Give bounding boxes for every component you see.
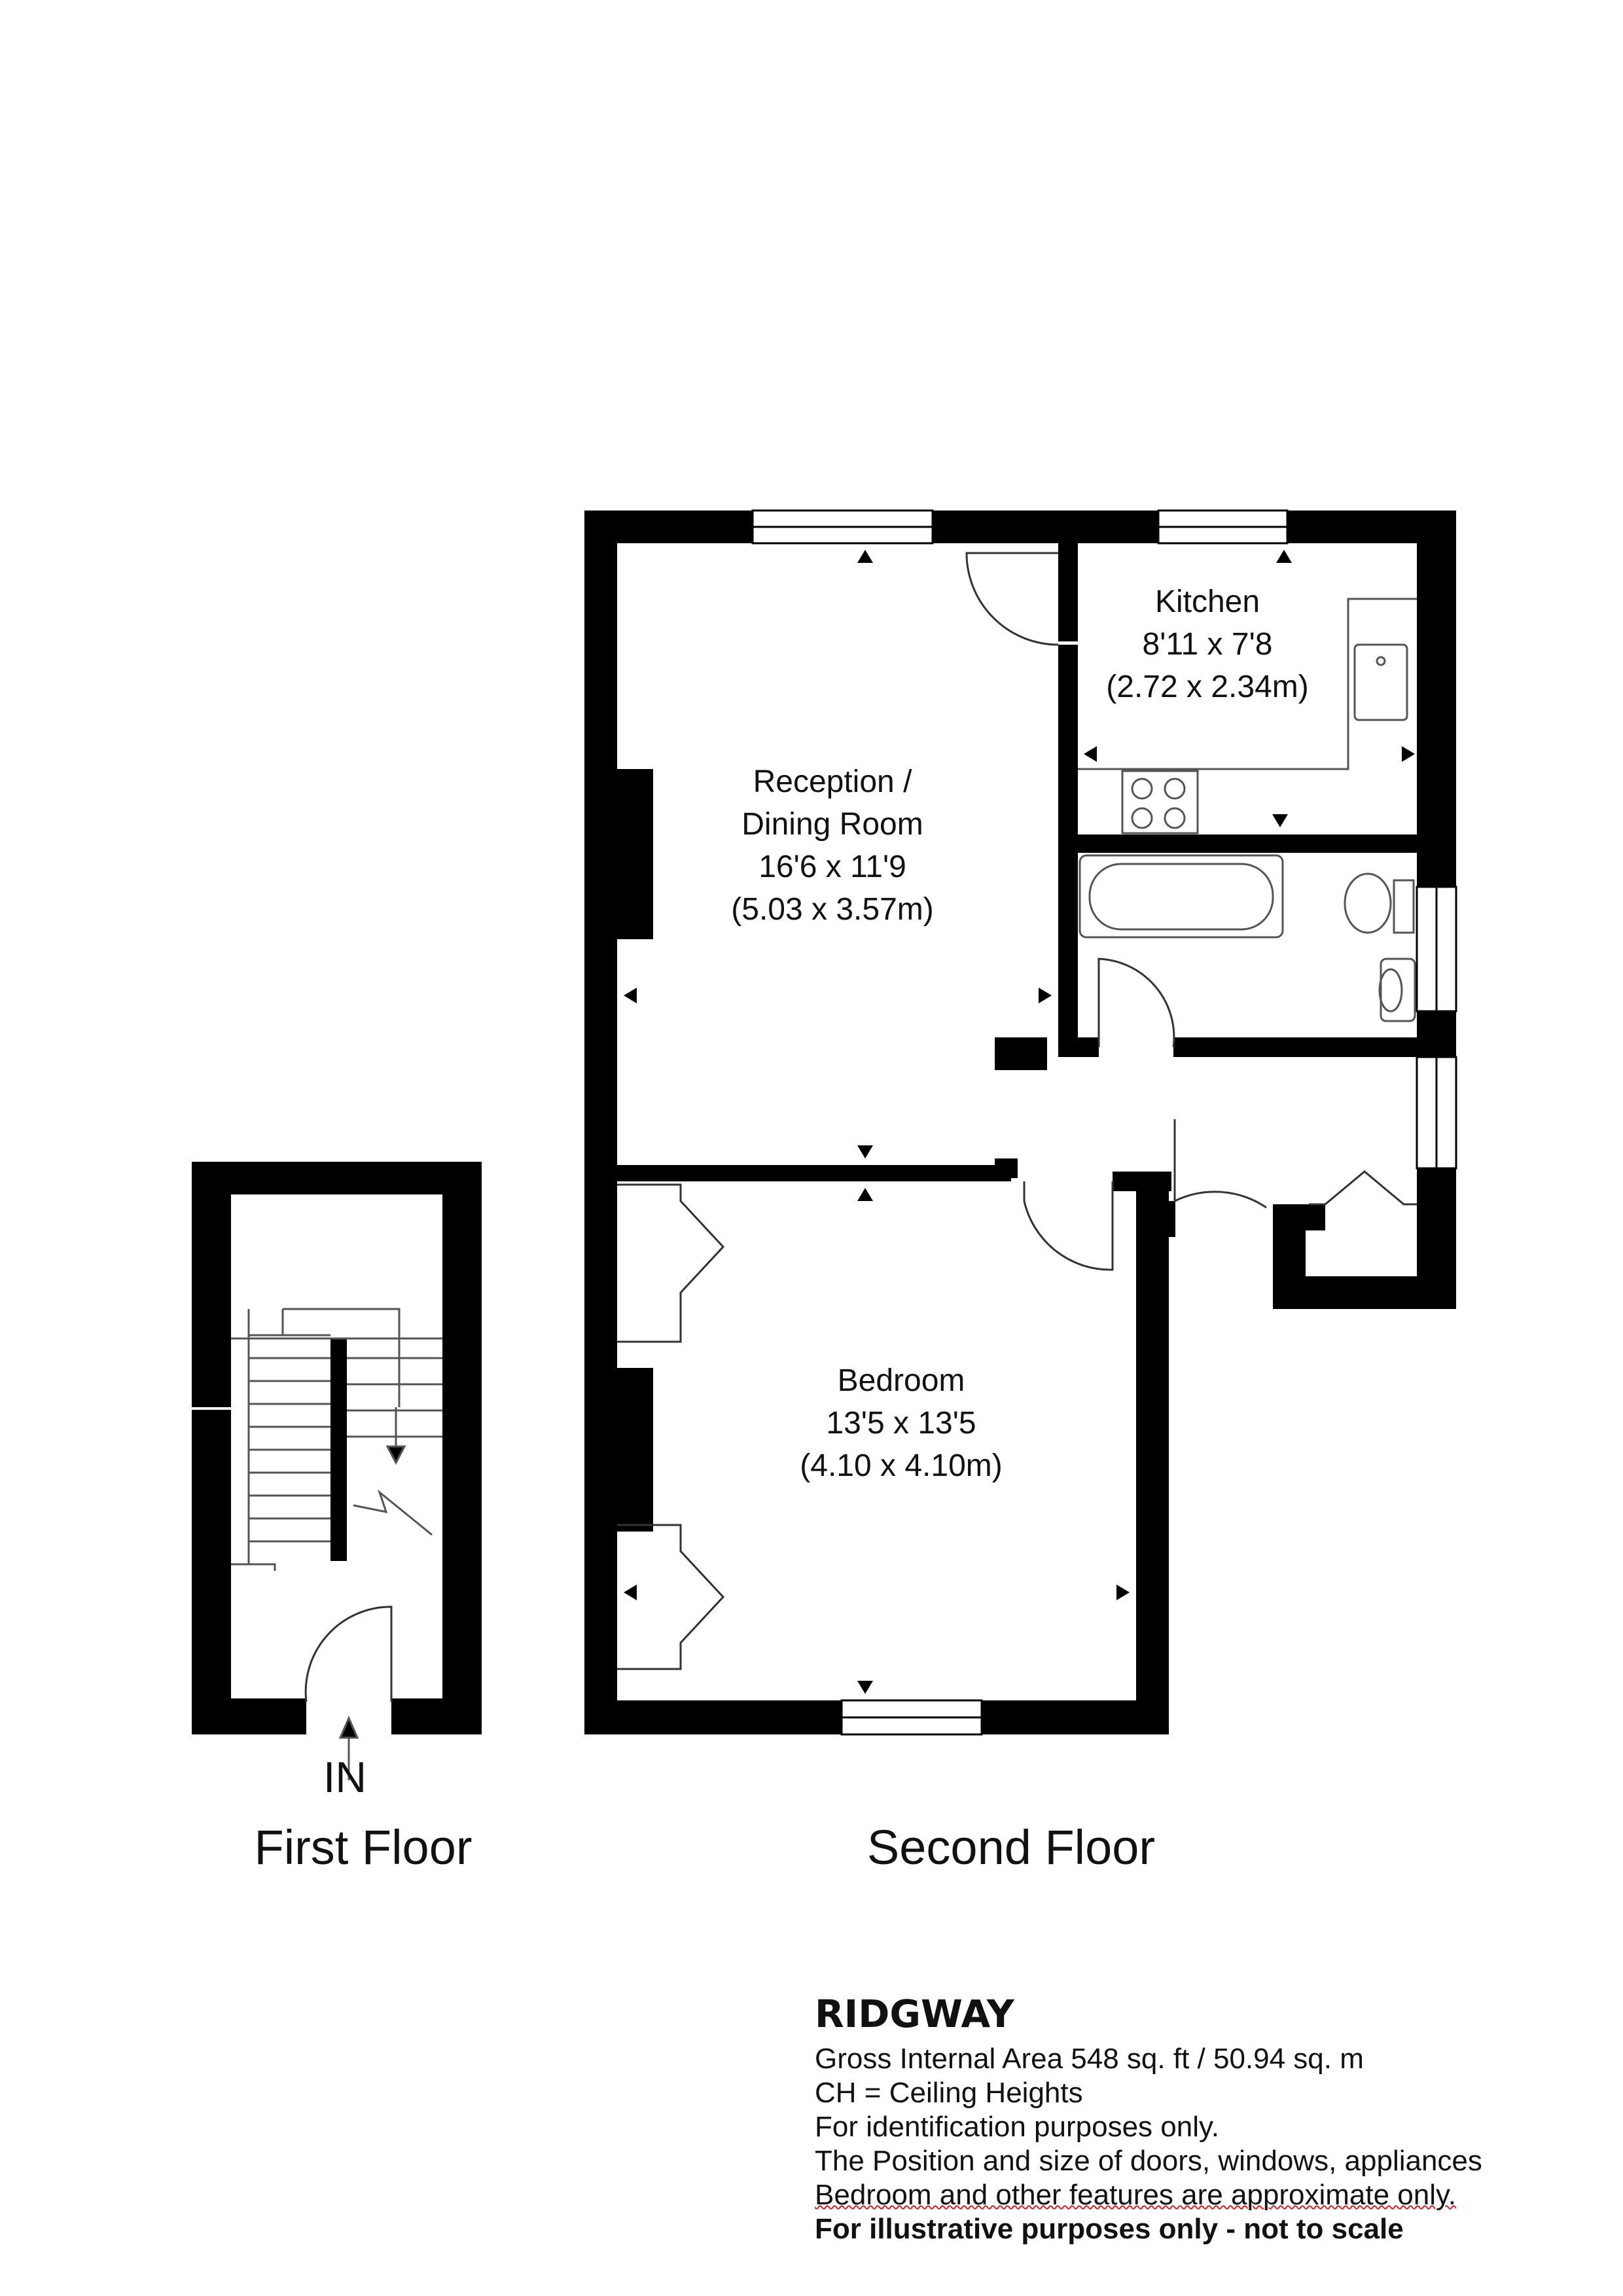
position-note: The Position and size of doors, windows,… (815, 2145, 1482, 2177)
entrance-label: IN (323, 1753, 366, 1801)
kitchen-worktop (1078, 598, 1417, 770)
gross-internal-area: Gross Internal Area 548 sq. ft / 50.94 s… (815, 2043, 1364, 2075)
approximate-note: Bedroom and other features are approxima… (815, 2179, 1456, 2211)
bedroom-size-metric: (4.10 x 4.10m) (800, 1448, 1002, 1483)
wardrobe-bedroom-upper (617, 1183, 725, 1343)
stair-flight-outline (231, 1308, 442, 1571)
wall-bath-hall-left (1058, 1037, 1099, 1057)
wall-top-right (1287, 511, 1456, 543)
wardrobe-bedroom-lower (617, 1524, 725, 1670)
wall-bedroom-stub (995, 1158, 1018, 1178)
floor-labels: IN First Floor Second Floor (255, 1753, 1156, 1874)
stairs (231, 1308, 442, 1780)
wall-bedroom-corner (1136, 1201, 1175, 1237)
wall-reception-stub (995, 1037, 1047, 1070)
first-floor-label: First Floor (255, 1820, 473, 1874)
stair-central-wall (330, 1338, 347, 1561)
kitchen-size-metric: (2.72 x 2.34m) (1106, 670, 1308, 704)
chimney-breast-bedroom (617, 1368, 653, 1532)
illustrative-disclaimer: For illustrative purposes only - not to … (815, 2213, 1404, 2245)
kitchen-name: Kitchen (1155, 584, 1260, 619)
wall-bedroom-door-right (1113, 1172, 1171, 1191)
reception-name-line2: Dining Room (741, 807, 923, 842)
wall-right-kitchen (1417, 543, 1456, 887)
bedroom-size-imperial: 13'5 x 13'5 (826, 1406, 976, 1441)
kitchen-sink (1353, 643, 1408, 721)
doors (304, 552, 1417, 1702)
wall-kitchen-bath (1058, 834, 1456, 853)
property-info: RIDGWAY Gross Internal Area 548 sq. ft /… (815, 1990, 1620, 2246)
hob-ring-icon (1131, 778, 1153, 800)
walls (192, 511, 1456, 1734)
washbasin (1380, 958, 1416, 1022)
kitchen-hob (1121, 770, 1199, 834)
windows (751, 509, 1457, 1736)
wall-hall-corner (1273, 1204, 1325, 1230)
chimney-breast-reception (617, 769, 653, 939)
door-kitchen (965, 552, 1059, 646)
stair-wall-bottom-right (391, 1698, 482, 1734)
stair-wall-side-cut-left (192, 1407, 231, 1410)
bathtub (1079, 854, 1284, 939)
second-floor-label: Second Floor (867, 1820, 1155, 1874)
kitchen-size-imperial: 8'11 x 7'8 (1143, 627, 1273, 662)
property-title: RIDGWAY (815, 1992, 1014, 2036)
measurement-arrows (624, 550, 1415, 1694)
stair-wall-left (192, 1162, 231, 1734)
door-stair-entrance (304, 1605, 393, 1702)
room-labels: Kitchen 8'11 x 7'8 (2.72 x 2.34m) Recept… (731, 584, 1308, 1483)
wall-reception-kitchen (1058, 543, 1078, 641)
stair-wall-right (442, 1162, 482, 1734)
wall-top-middle (933, 511, 1158, 543)
wall-left-lower (584, 1172, 617, 1734)
wall-bath-hall-right (1173, 1037, 1456, 1057)
stair-break-line (353, 1489, 433, 1536)
door-bathroom (1097, 958, 1175, 1048)
door-hall-cupboard (1173, 1119, 1267, 1209)
identification-note: For identification purposes only. (815, 2111, 1219, 2143)
wall-bedroom-right (1136, 1175, 1169, 1734)
wall-reception-bedroom (617, 1165, 1011, 1181)
cupboard-hall (1309, 1170, 1417, 1206)
toilet (1344, 872, 1392, 934)
stair-wall-bottom-left (192, 1698, 306, 1734)
ceiling-heights-note: CH = Ceiling Heights (815, 2077, 1083, 2109)
reception-name-line1: Reception / (753, 764, 912, 799)
door-bedroom (1023, 1181, 1114, 1271)
stair-wall-top (192, 1162, 482, 1194)
bedroom-name: Bedroom (838, 1363, 965, 1398)
reception-size-metric: (5.03 x 3.57m) (731, 892, 933, 927)
wall-bottom-left (584, 1700, 842, 1734)
wall-left-upper (584, 511, 617, 1172)
fixtures (1078, 598, 1417, 1022)
reception-size-imperial: 16'6 x 11'9 (758, 850, 906, 884)
